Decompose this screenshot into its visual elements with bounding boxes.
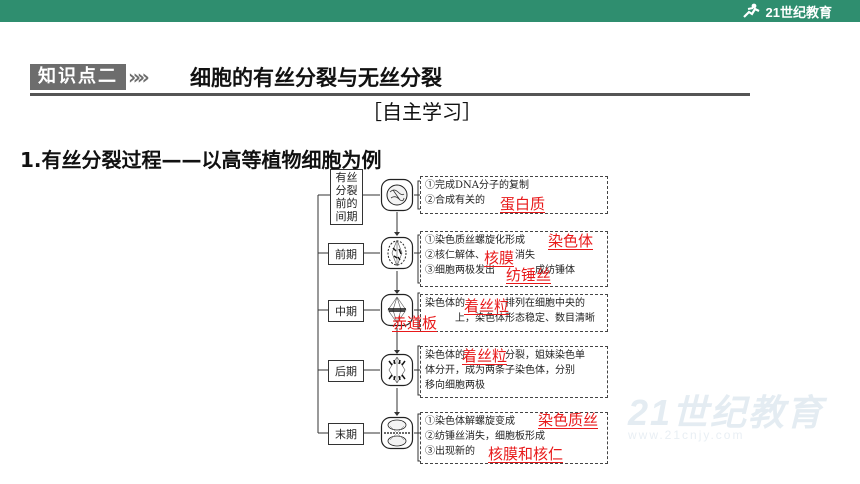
anaphase-line-3: 移向细胞两极 xyxy=(425,380,485,391)
interphase-line-1: ①完成DNA分子的复制 xyxy=(425,180,529,191)
interphase-line-2: ②合成有关的 xyxy=(425,195,485,206)
stage-telophase-label: 末期 xyxy=(335,428,357,441)
metaphase-line-2: 上，染色体形态稳定、数目清晰 xyxy=(455,313,595,324)
logo-text: 21世纪教育 xyxy=(765,4,832,20)
anaphase-cell-image xyxy=(380,353,414,387)
stage-telophase-box: 末期 xyxy=(328,423,364,445)
stage-anaphase-box: 后期 xyxy=(328,360,364,382)
section-title: 1.有丝分裂过程——以高等植物细胞为例 xyxy=(20,148,382,172)
stage-interphase-box: 有丝分裂前的间期 xyxy=(330,169,363,225)
brand-logo: 21世纪教育 xyxy=(740,2,832,20)
answer-nuclear-envelope: 核膜 xyxy=(484,249,515,267)
answer-centromere-metaphase: 着丝粒 xyxy=(464,297,510,315)
stage-anaphase-label: 后期 xyxy=(335,365,357,378)
interphase-cell-image xyxy=(380,178,414,212)
metaphase-cell-image xyxy=(380,293,414,327)
telophase-line-2: ②纺锤丝消失，细胞板形成 xyxy=(425,431,545,442)
heading-title: 细胞的有丝分裂与无丝分裂 xyxy=(190,66,442,90)
anaphase-line-1a: 染色体的 xyxy=(425,350,465,361)
interphase-description: ①完成DNA分子的复制 ②合成有关的 xyxy=(420,176,608,214)
double-chevron-icon: »» xyxy=(128,65,150,89)
stage-prophase-label: 前期 xyxy=(335,248,357,261)
stage-prophase-box: 前期 xyxy=(328,243,364,265)
answer-protein: 蛋白质 xyxy=(500,195,546,213)
metaphase-description: 染色体的 排列在细胞中央的 上，染色体形态稳定、数目清晰 xyxy=(420,294,608,332)
telophase-line-3: ③出现新的 xyxy=(425,446,475,457)
anaphase-description: 染色体的 分裂，姐妹染色单 体分开，成为两条子染色体，分别 移向细胞两极 xyxy=(420,346,608,398)
prophase-description: ①染色质丝螺旋化形成 ②核仁解体、 消失 ③细胞两极发出 成纺锤体 xyxy=(420,231,608,287)
prophase-cell-image xyxy=(380,236,414,270)
prophase-line-2b: 消失 xyxy=(515,250,535,261)
prophase-line-1: ①染色质丝螺旋化形成 xyxy=(425,235,525,246)
subtitle: ［自主学习］ xyxy=(362,100,482,124)
telophase-line-1: ①染色体解螺旋变成 xyxy=(425,416,515,427)
metaphase-line-1b: 排列在细胞中央的 xyxy=(505,298,585,309)
answer-chromatin: 染色质丝 xyxy=(538,411,599,429)
runner-icon xyxy=(742,3,760,18)
knowledge-point-tag: 知识点二 »» xyxy=(30,64,150,90)
knowledge-point-heading: 知识点二 »» 细胞的有丝分裂与无丝分裂 xyxy=(30,62,750,96)
prophase-line-2a: ②核仁解体、 xyxy=(425,250,485,261)
knowledge-point-label: 知识点二 xyxy=(30,64,126,90)
telophase-description: ①染色体解螺旋变成 ②纺锤丝消失，细胞板形成 ③出现新的 xyxy=(420,412,608,464)
heading-divider xyxy=(30,93,750,96)
anaphase-line-2: 体分开，成为两条子染色体，分别 xyxy=(425,365,575,376)
stage-metaphase-label: 中期 xyxy=(335,305,357,318)
answer-equatorial-plate: 赤道板 xyxy=(392,314,438,332)
anaphase-line-1b: 分裂，姐妹染色单 xyxy=(505,350,585,361)
prophase-line-3a: ③细胞两极发出 xyxy=(425,265,495,276)
stage-metaphase-box: 中期 xyxy=(328,300,364,322)
watermark-logo: 21世纪教育 xyxy=(628,392,825,433)
metaphase-line-1a: 染色体的 xyxy=(425,298,465,309)
answer-centromere-anaphase: 着丝粒 xyxy=(462,347,508,365)
stage-interphase-label: 有丝分裂前的间期 xyxy=(335,171,358,223)
prophase-line-3b: 成纺锤体 xyxy=(535,265,575,276)
answer-spindle-fiber: 纺锤丝 xyxy=(506,266,552,284)
answer-nucleus-parts: 核膜和核仁 xyxy=(488,445,564,463)
answer-chromosome: 染色体 xyxy=(548,232,594,250)
watermark-url: www.21cnjy.com xyxy=(628,428,745,442)
top-banner: 21世纪教育 xyxy=(0,0,860,22)
telophase-cell-image xyxy=(380,416,414,450)
